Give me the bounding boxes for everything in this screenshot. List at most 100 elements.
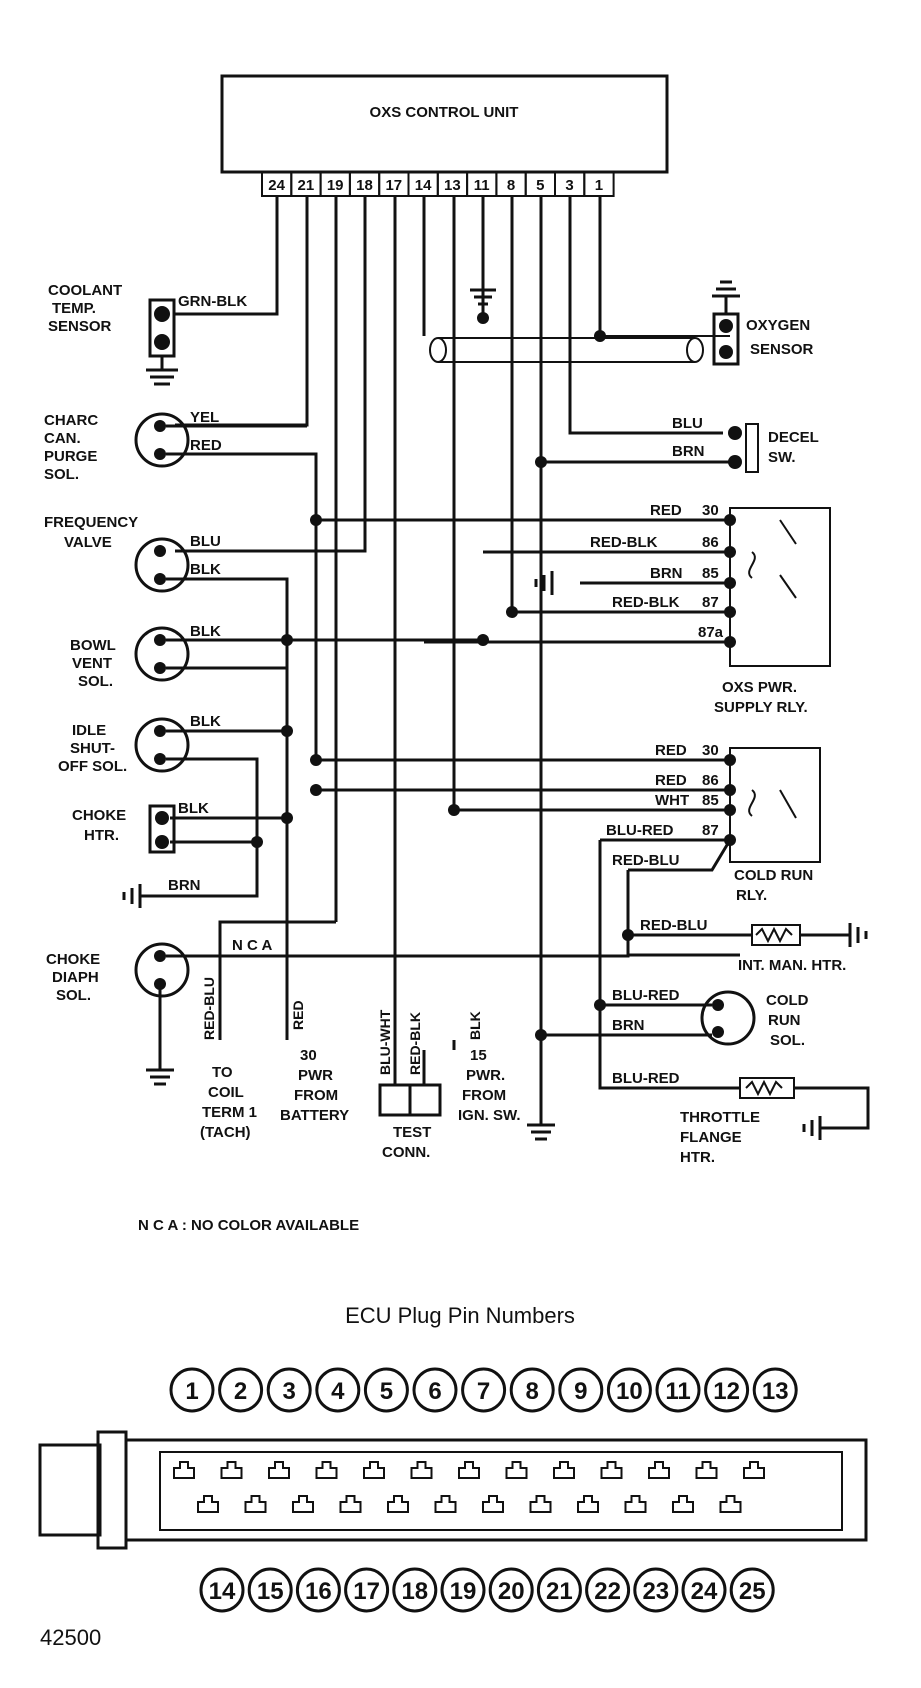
pin-number: 22 — [594, 1578, 621, 1605]
svg-text:VALVE: VALVE — [64, 534, 112, 551]
socket-bottom — [244, 1495, 267, 1513]
svg-text:BRN: BRN — [612, 1017, 645, 1034]
pin-number: 19 — [450, 1578, 477, 1605]
svg-text:86: 86 — [702, 772, 719, 789]
idle-shutoff-sol: IDLE SHUT- OFF SOL. BLK — [58, 713, 293, 850]
wire-label-grn-blk: GRN-BLK — [178, 293, 247, 310]
terminal-number: 8 — [507, 177, 515, 194]
svg-text:BLK: BLK — [178, 800, 209, 817]
nca-legend: N C A : NO COLOR AVAILABLE — [138, 1217, 359, 1234]
svg-text:COIL: COIL — [208, 1084, 244, 1101]
pin-number: 3 — [283, 1378, 296, 1405]
pin-circle — [199, 1567, 245, 1613]
svg-text:86: 86 — [702, 534, 719, 551]
pin-circle — [412, 1367, 458, 1413]
pin-number: 23 — [642, 1578, 669, 1605]
ecu-plug — [38, 1430, 868, 1550]
svg-text:SUPPLY RLY.: SUPPLY RLY. — [714, 699, 808, 716]
svg-text:RUN: RUN — [768, 1012, 801, 1029]
pin-number: 13 — [762, 1378, 789, 1405]
pin-number: 11 — [665, 1378, 690, 1405]
svg-text:BOWL: BOWL — [70, 637, 116, 654]
coolant-label-2: TEMP. — [52, 300, 96, 317]
terminal-number: 5 — [536, 177, 544, 194]
svg-text:SHUT-: SHUT- — [70, 740, 115, 757]
pin-circle — [169, 1367, 215, 1413]
throttle-flange-heater: BLU-RED THROTTLE FLANGE HTR. — [612, 1070, 870, 1166]
socket-top — [220, 1461, 243, 1479]
socket-top — [363, 1461, 385, 1479]
svg-text:BLU-WHT: BLU-WHT — [377, 1009, 393, 1075]
coolant-label-3: SENSOR — [48, 318, 112, 335]
pin-number: 21 — [546, 1578, 573, 1605]
int-man-heater: RED-BLU INT. MAN. HTR. — [640, 917, 868, 974]
pin-number: 7 — [477, 1378, 490, 1405]
pin-number: 17 — [353, 1578, 380, 1605]
cold-run-relay: RED 30 RED 86 WHT 85 BLU-RED 87 RED-BLU … — [606, 742, 821, 904]
pin-circle — [218, 1367, 264, 1413]
svg-text:CHOKE: CHOKE — [46, 951, 100, 968]
socket-top — [505, 1461, 528, 1479]
svg-text:PURGE: PURGE — [44, 448, 97, 465]
pin-number: 20 — [498, 1578, 525, 1605]
socket-top — [743, 1461, 765, 1479]
svg-text:87: 87 — [702, 594, 719, 611]
control-unit-title: OXS CONTROL UNIT — [370, 104, 519, 121]
svg-text:INT. MAN. HTR.: INT. MAN. HTR. — [738, 957, 846, 974]
socket-bottom — [292, 1495, 314, 1513]
svg-text:BLU-RED: BLU-RED — [612, 1070, 680, 1087]
pin-number: 10 — [616, 1378, 643, 1405]
pin-circle — [509, 1367, 555, 1413]
pin-number: 14 — [209, 1578, 236, 1605]
svg-text:87: 87 — [702, 822, 719, 839]
oxygen-label-1: OXYGEN — [746, 317, 810, 334]
pin-number: 16 — [305, 1578, 332, 1605]
svg-text:87a: 87a — [698, 624, 724, 641]
coolant-label-1: COOLANT — [48, 282, 122, 299]
svg-text:BLK: BLK — [190, 561, 221, 578]
figure-id: 42500 — [40, 1625, 101, 1650]
svg-text:30: 30 — [300, 1047, 317, 1064]
svg-text:BLU: BLU — [190, 533, 221, 550]
cold-run-sol: BLU-RED BRN COLD RUN SOL. — [612, 987, 809, 1049]
svg-text:RED-BLU: RED-BLU — [612, 852, 680, 869]
pin-circle — [247, 1567, 293, 1613]
oxs-control-unit: OXS CONTROL UNIT — [220, 74, 669, 174]
svg-text:FROM: FROM — [294, 1087, 338, 1104]
socket-bottom — [672, 1495, 694, 1513]
svg-text:HTR.: HTR. — [680, 1149, 715, 1166]
svg-text:(TACH): (TACH) — [200, 1124, 251, 1141]
svg-text:RED: RED — [290, 1000, 306, 1030]
pin-number: 5 — [380, 1378, 393, 1405]
svg-text:WHT: WHT — [655, 792, 689, 809]
svg-text:BLU: BLU — [672, 415, 703, 432]
terminal-number: 13 — [444, 177, 461, 194]
terminal-number: 1 — [595, 177, 603, 194]
svg-text:RED: RED — [650, 502, 682, 519]
svg-text:RED-BLK: RED-BLK — [612, 594, 680, 611]
svg-text:RED: RED — [655, 742, 687, 759]
svg-text:CAN.: CAN. — [44, 430, 81, 447]
pin-number: 24 — [691, 1578, 718, 1605]
pin-number: 6 — [428, 1378, 441, 1405]
svg-text:SOL.: SOL. — [770, 1032, 805, 1049]
svg-text:FROM: FROM — [462, 1087, 506, 1104]
svg-text:RED-BLU: RED-BLU — [640, 917, 708, 934]
choke-heater: CHOKE HTR. BLK — [72, 800, 293, 854]
svg-text:TO: TO — [212, 1064, 233, 1081]
pin-number: 9 — [574, 1378, 587, 1405]
pin-number: 18 — [401, 1578, 428, 1605]
svg-text:FREQUENCY: FREQUENCY — [44, 514, 138, 531]
pin-circle — [295, 1567, 341, 1613]
oxygen-sensor: OXYGEN SENSOR — [712, 280, 814, 366]
terminal-number: 3 — [565, 177, 573, 194]
svg-text:85: 85 — [702, 565, 719, 582]
pin-number: 12 — [713, 1378, 740, 1405]
svg-text:TERM 1: TERM 1 — [202, 1104, 257, 1121]
pin-number: 15 — [257, 1578, 284, 1605]
svg-text:THROTTLE: THROTTLE — [680, 1109, 760, 1126]
svg-text:BLK: BLK — [190, 713, 221, 730]
pin-circle — [585, 1567, 631, 1613]
